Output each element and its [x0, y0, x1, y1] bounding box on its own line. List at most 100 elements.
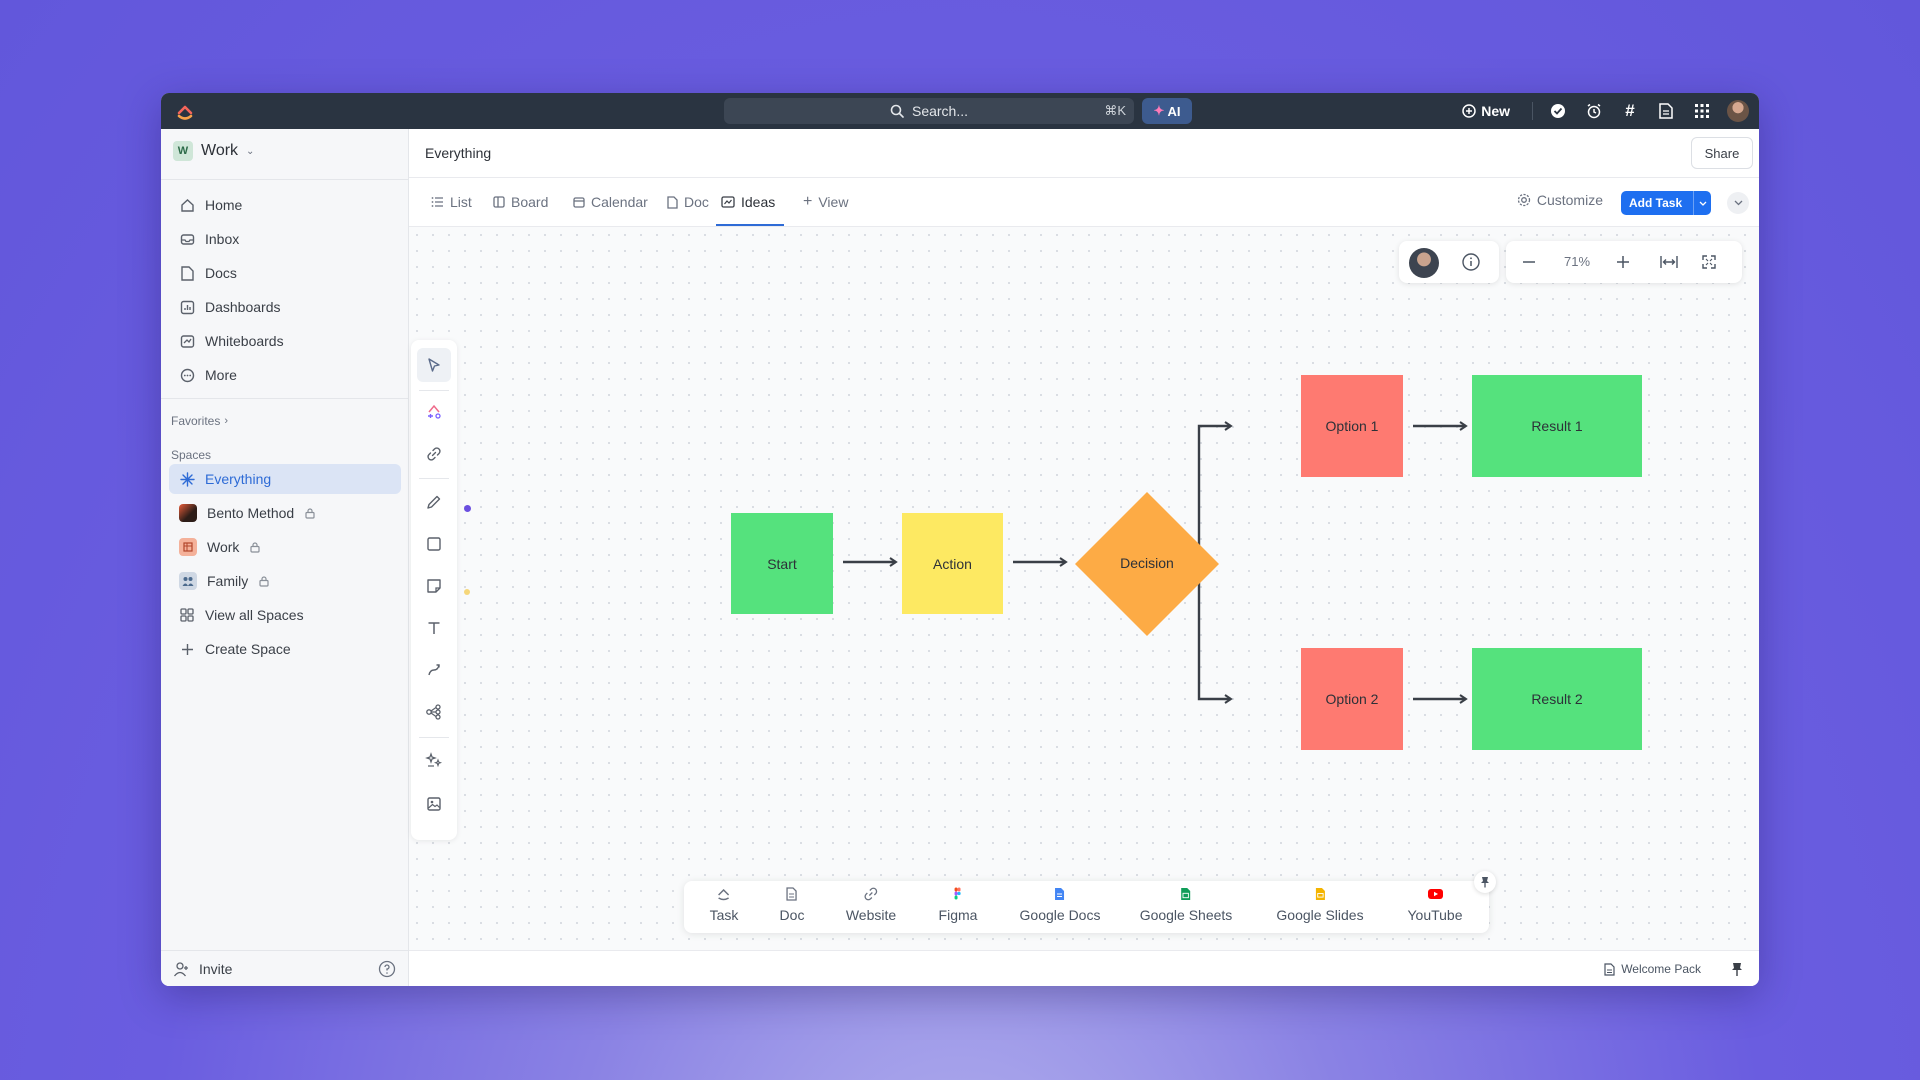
new-button[interactable]: New: [1462, 103, 1510, 119]
zoom-controls: 71%: [1506, 241, 1742, 283]
hashtag-icon[interactable]: #: [1625, 101, 1635, 120]
tab-ideas[interactable]: Ideas: [721, 178, 775, 226]
document-icon[interactable]: [1655, 100, 1677, 122]
shape-tool[interactable]: [417, 527, 451, 561]
sidebar-item-home[interactable]: Home: [169, 190, 401, 220]
pin-insert-bar-button[interactable]: [1474, 871, 1496, 893]
invite-button[interactable]: Invite: [199, 960, 233, 977]
check-circle-icon[interactable]: [1547, 100, 1569, 122]
alarm-clock-icon[interactable]: [1583, 100, 1605, 122]
node-option-2[interactable]: Option 2: [1301, 648, 1403, 750]
new-label: New: [1481, 103, 1510, 119]
node-result-2[interactable]: Result 2: [1472, 648, 1642, 750]
sidebar-item-label: More: [205, 367, 237, 383]
insert-youtube[interactable]: YouTube: [1407, 887, 1463, 923]
node-result-1[interactable]: Result 1: [1472, 375, 1642, 477]
add-view-button[interactable]: + View: [803, 178, 848, 226]
customize-button[interactable]: Customize: [1517, 192, 1603, 208]
tab-list[interactable]: List: [431, 178, 472, 226]
node-label: Option 1: [1325, 418, 1379, 434]
sidebar-item-everything[interactable]: Everything: [169, 464, 401, 494]
fit-width-icon[interactable]: [1660, 254, 1678, 270]
zoom-out-icon[interactable]: [1522, 255, 1536, 269]
ai-label: AI: [1167, 103, 1181, 119]
google-docs-icon: [1055, 888, 1065, 900]
info-icon[interactable]: [1461, 252, 1481, 272]
figma-icon: [955, 887, 962, 900]
connector-decision-option2[interactable]: [1197, 562, 1233, 704]
zoom-in-icon[interactable]: [1616, 255, 1630, 269]
node-action[interactable]: Action: [902, 513, 1003, 614]
tab-doc[interactable]: Doc: [667, 178, 709, 226]
node-start[interactable]: Start: [731, 513, 833, 614]
zoom-level[interactable]: 71%: [1564, 254, 1591, 269]
lock-icon: [250, 542, 261, 553]
list-icon: [431, 197, 443, 207]
search-bar[interactable]: Search... ⌘K: [724, 98, 1134, 124]
page-header: Everything Share: [409, 129, 1759, 178]
sidebar-item-work[interactable]: Work: [169, 532, 401, 562]
insert-google-sheets[interactable]: Google Sheets: [1140, 887, 1232, 923]
sidebar-item-family[interactable]: Family: [169, 566, 401, 596]
sidebar-item-bento-method[interactable]: Bento Method: [169, 498, 401, 528]
add-task-button[interactable]: Add Task: [1621, 191, 1711, 215]
customize-label: Customize: [1536, 192, 1603, 208]
image-tool[interactable]: [417, 787, 451, 821]
ai-generate-tool[interactable]: [417, 395, 451, 429]
docs-icon: [179, 265, 195, 281]
ai-button[interactable]: ✦ AI: [1142, 98, 1192, 124]
text-tool[interactable]: [417, 611, 451, 645]
mind-map-tool[interactable]: [417, 695, 451, 729]
spaces-label: Spaces: [171, 448, 212, 462]
insert-label: Task: [709, 907, 739, 923]
app-logo-icon[interactable]: [175, 101, 195, 121]
sidebar-item-inbox[interactable]: Inbox: [169, 224, 401, 254]
sticky-note-tool[interactable]: [417, 569, 451, 603]
pin-icon[interactable]: [1729, 961, 1745, 977]
select-tool[interactable]: [417, 348, 451, 382]
node-decision[interactable]: [1073, 490, 1221, 638]
insert-figma[interactable]: Figma: [939, 887, 977, 923]
insert-label: Google Docs: [1019, 907, 1101, 923]
sidebar-item-docs[interactable]: Docs: [169, 258, 401, 288]
collapse-header-button[interactable]: [1727, 192, 1749, 214]
sparkles-icon: [425, 752, 443, 768]
whiteboard-canvas[interactable]: 71% Start Action: [409, 227, 1759, 950]
apps-grid-icon[interactable]: [1691, 100, 1713, 122]
fullscreen-icon[interactable]: [1702, 255, 1716, 269]
insert-google-slides[interactable]: Google Slides: [1276, 887, 1364, 923]
chevron-down-icon[interactable]: [1693, 191, 1711, 215]
node-option-1[interactable]: Option 1: [1301, 375, 1403, 477]
tab-calendar[interactable]: Calendar: [573, 178, 648, 226]
insert-label: Doc: [779, 907, 805, 923]
insert-website[interactable]: Website: [846, 887, 896, 923]
sidebar-footer: Invite: [161, 950, 408, 986]
help-icon[interactable]: [378, 960, 396, 978]
insert-task[interactable]: Task: [709, 887, 739, 923]
favorites-section[interactable]: Favorites ›: [171, 414, 228, 428]
insert-label: YouTube: [1407, 907, 1463, 923]
tab-board[interactable]: Board: [493, 178, 548, 226]
pen-tool[interactable]: [417, 485, 451, 519]
whiteboards-icon: [179, 333, 195, 349]
collaborator-avatar[interactable]: [1409, 248, 1439, 278]
sidebar-item-dashboards[interactable]: Dashboards: [169, 292, 401, 322]
sidebar-item-view-all-spaces[interactable]: View all Spaces: [169, 600, 401, 630]
user-avatar[interactable]: [1727, 100, 1749, 122]
breadcrumb[interactable]: Everything: [425, 145, 492, 161]
welcome-pack-link[interactable]: Welcome Pack: [1604, 962, 1701, 976]
sidebar-item-more[interactable]: More: [169, 360, 401, 390]
cursor-icon: [428, 358, 440, 372]
link-tool[interactable]: [417, 437, 451, 471]
youtube-icon: [1427, 889, 1443, 899]
sidebar-item-whiteboards[interactable]: Whiteboards: [169, 326, 401, 356]
insert-doc[interactable]: Doc: [779, 887, 805, 923]
share-button[interactable]: Share: [1691, 137, 1753, 169]
ai-tool[interactable]: [417, 743, 451, 777]
workspace-switcher[interactable]: W Work ⌄: [173, 141, 254, 161]
connector-tool[interactable]: [417, 653, 451, 687]
sidebar-item-create-space[interactable]: Create Space: [169, 634, 401, 664]
sidebar-item-label: Family: [207, 573, 249, 589]
sidebar-item-label: Dashboards: [205, 299, 281, 315]
insert-google-docs[interactable]: Google Docs: [1019, 887, 1101, 923]
